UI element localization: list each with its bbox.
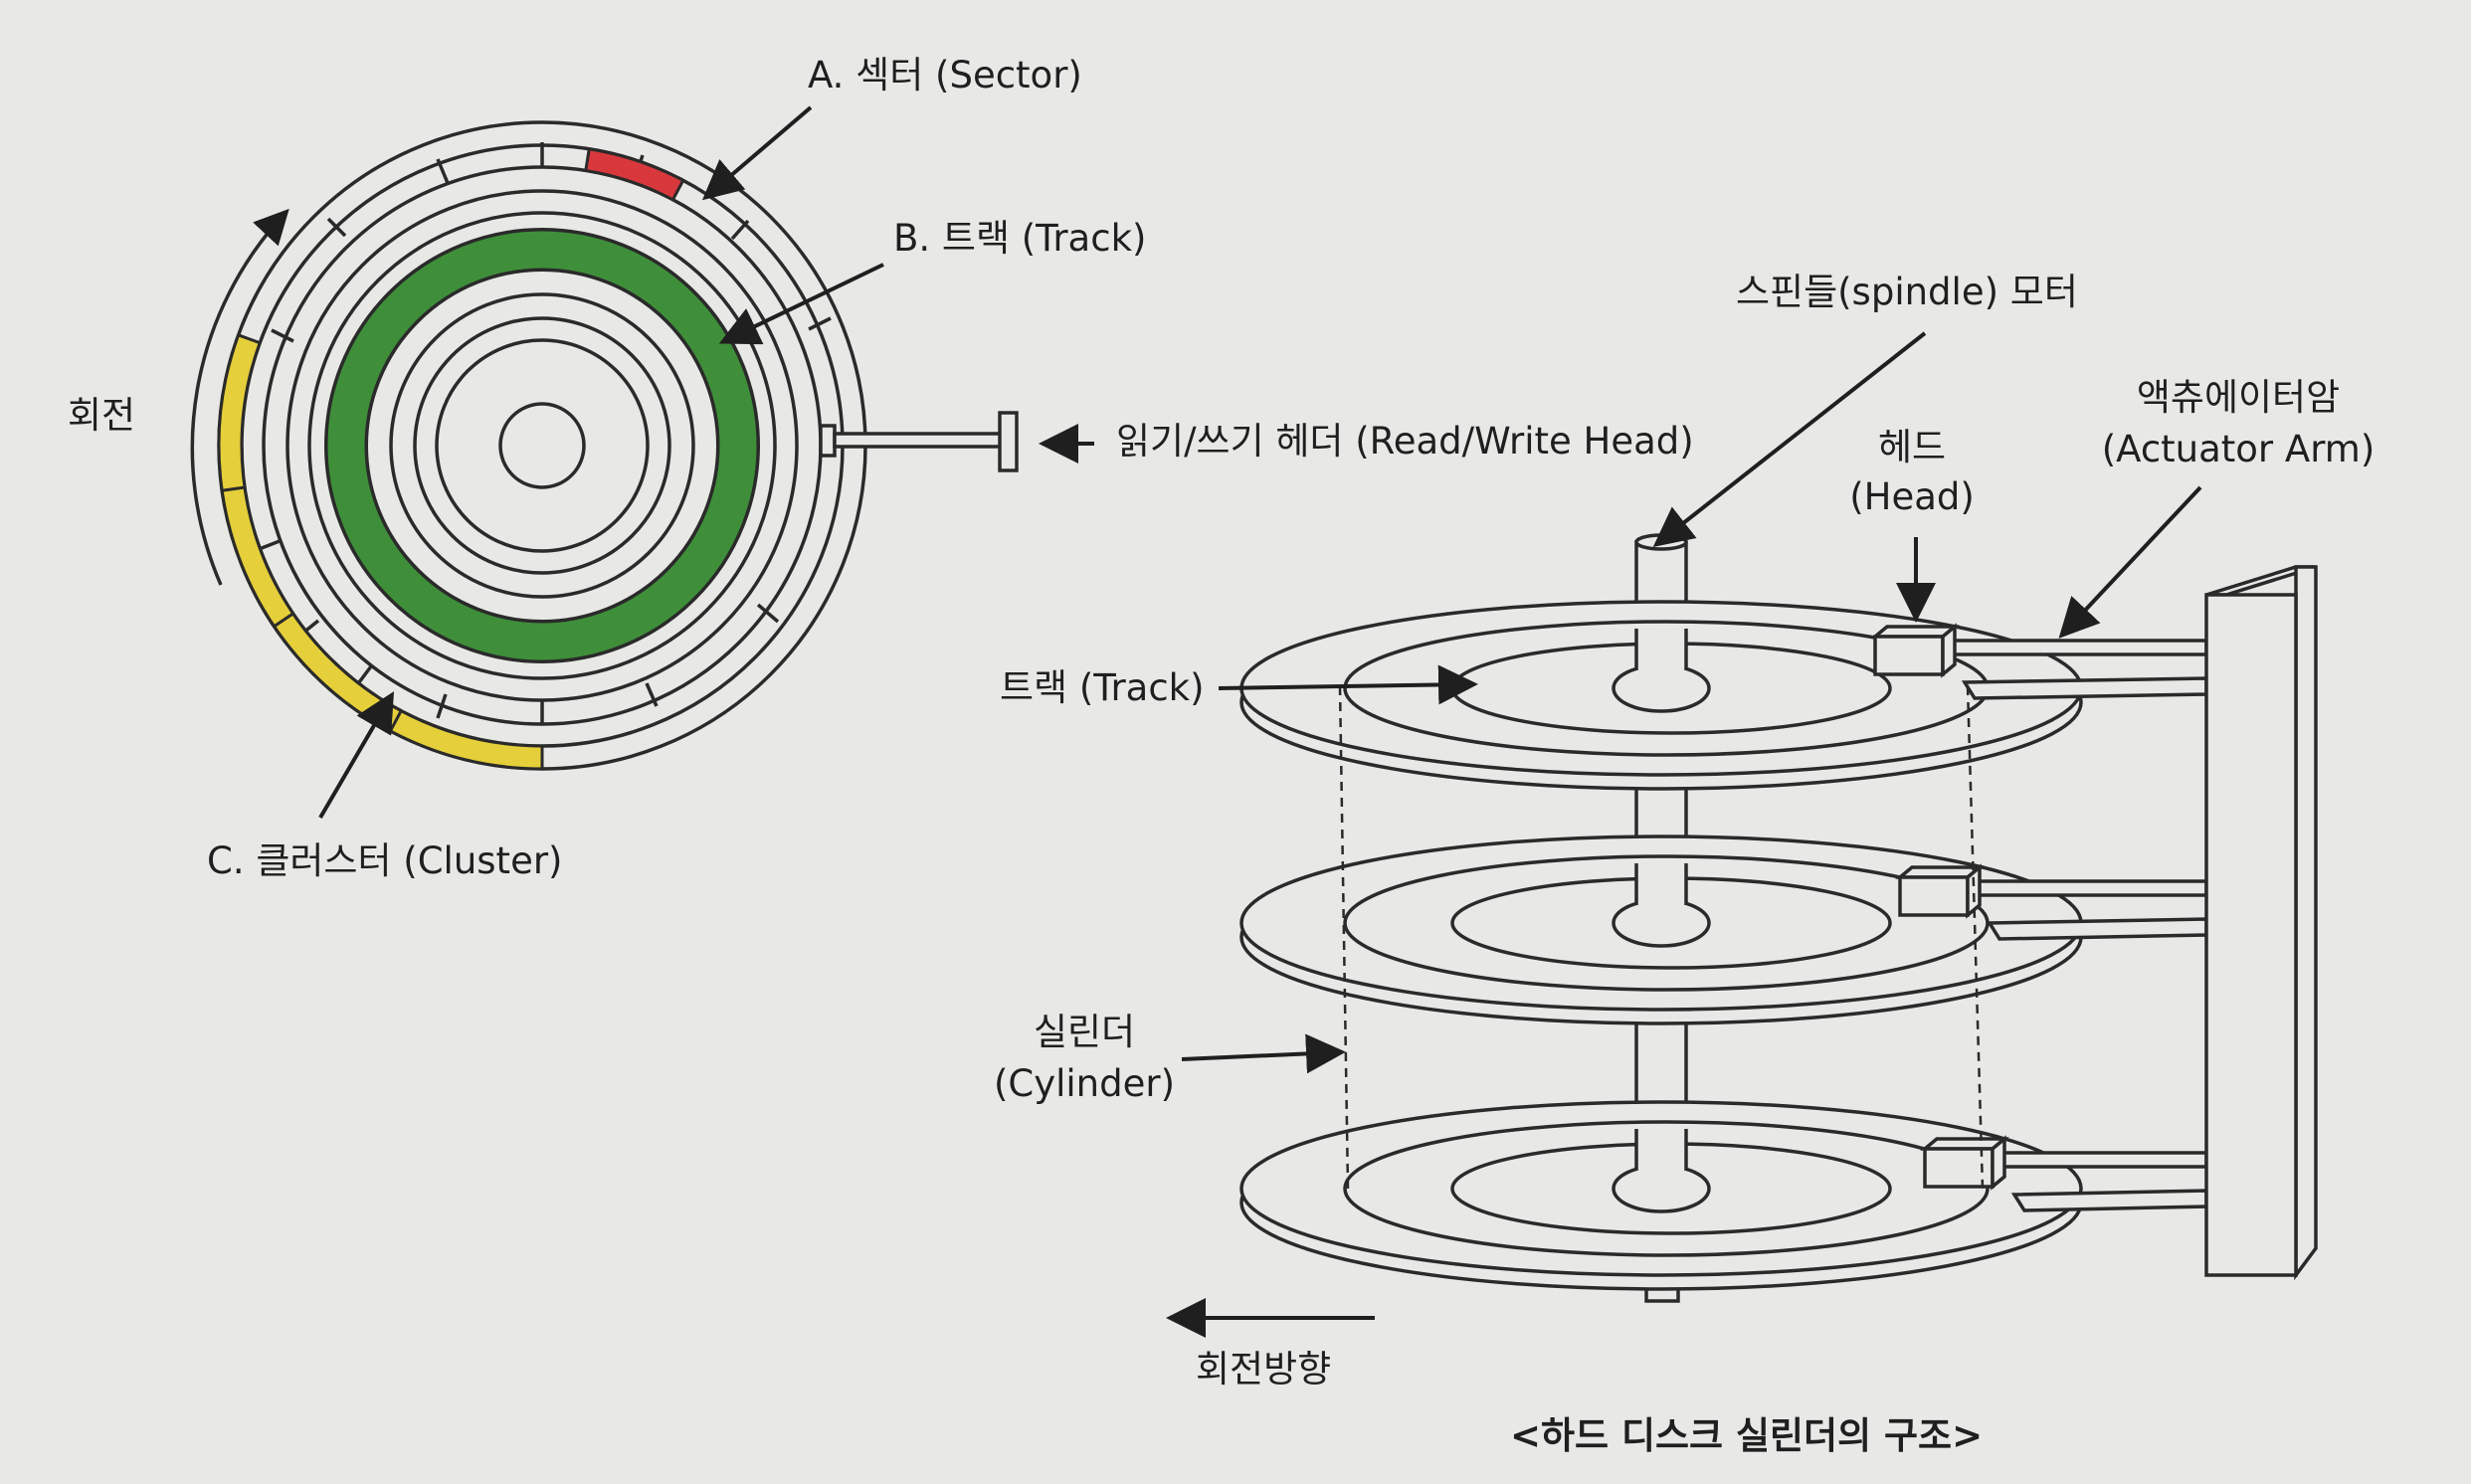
read-write-head-arm [819, 411, 1019, 472]
spindle-motor-label: 스핀들(spindle) 모터 [1736, 271, 2078, 313]
cylinder-right-edge [1966, 685, 1985, 1190]
actuator-arm-lower-3 [2010, 1189, 2208, 1212]
left-pointer-arrows [318, 105, 1094, 820]
actuator-arm-1 [1909, 639, 2208, 656]
cylinder-label-en: (Cylinder) [993, 1062, 1176, 1105]
track-label: B. 트랙 (Track) [893, 217, 1147, 260]
sector-divider [326, 217, 347, 238]
actuator-arm-lower-1 [1961, 676, 2208, 700]
head-side-1 [1941, 623, 1957, 678]
sector-divider [271, 328, 294, 343]
cylinder-dashed-lines [1338, 685, 1985, 1190]
spindle-segment [1636, 863, 1686, 923]
sector-divider [645, 682, 659, 707]
head-arm-end [998, 411, 1019, 472]
sector-label: A. 섹터 (Sector) [808, 54, 1082, 96]
actuator-arm-label-ko: 액츄에이터암 [2136, 376, 2341, 419]
cluster-sector-divider [221, 485, 246, 492]
platter-3-track-outer [1343, 1120, 1990, 1257]
inner-track-rings [389, 292, 695, 599]
cylinder-pointer-arrow [1181, 1033, 1346, 1074]
actuator-arm-lower-2 [1986, 917, 2208, 941]
rotation-label: 회전 [68, 394, 136, 437]
inner-track-ring-1 [389, 292, 695, 599]
head-arm-bar [833, 432, 1004, 449]
actuator-arm-label-en: (Actuator Arm) [2101, 428, 2376, 470]
figure-caption: <하드 디스크 실린더의 구조> [1510, 1414, 1984, 1457]
inner-track-ring-2 [413, 316, 671, 575]
spindle-hole [498, 402, 586, 489]
head-block-2 [1898, 875, 1970, 917]
head-label-en: (Head) [1849, 475, 1975, 518]
head-block-1 [1873, 635, 1945, 676]
cluster-label: C. 클러스터 (Cluster) [207, 839, 563, 882]
cluster-sector-divider [273, 612, 294, 628]
sector-divider [436, 693, 448, 719]
spindle-segment [1636, 629, 1686, 688]
cluster-pointer-arrow [318, 691, 395, 820]
head-label-ko: 헤드 [1877, 426, 1947, 468]
arm-pointer-arrow [2058, 485, 2202, 639]
cylinder-left-edge [1338, 685, 1350, 1190]
head-side-3 [1991, 1135, 2006, 1191]
actuator-block [2204, 565, 2318, 1281]
track-pointer-arrow-3d [1218, 664, 1478, 705]
actuator-block-side [2294, 565, 2318, 1281]
right-pointer-arrows [1166, 331, 2202, 1338]
platter-stack [1239, 533, 2208, 1303]
rotation-arc-arrow [190, 208, 289, 586]
track-label-3d: 트랙 (Track) [1000, 666, 1205, 709]
head-slider [819, 424, 837, 458]
read-write-head-label: 읽기/쓰기 헤더 (Read/Write Head) [1116, 420, 1694, 463]
actuator-block-front [2204, 593, 2298, 1277]
sector-divider [730, 219, 750, 241]
head-side-2 [1966, 863, 1982, 919]
sector-divider [808, 316, 832, 331]
sector-highlight [584, 147, 685, 202]
spindle-pointer-arrow [1652, 331, 1927, 547]
rotation-direction-label: 회전방향 [1196, 1348, 1332, 1391]
sector-pointer-arrow [701, 105, 813, 201]
track-pointer-arrow [718, 263, 884, 345]
cylinder-label-ko: 실린더 [1033, 1011, 1136, 1053]
spindle-segment [1636, 1129, 1686, 1189]
outer-track-ring-4 [307, 211, 777, 680]
sector-divider [756, 603, 780, 624]
sector-divider [436, 158, 450, 184]
track-highlight-fill [327, 231, 757, 660]
inner-track-ring-3 [435, 338, 650, 553]
